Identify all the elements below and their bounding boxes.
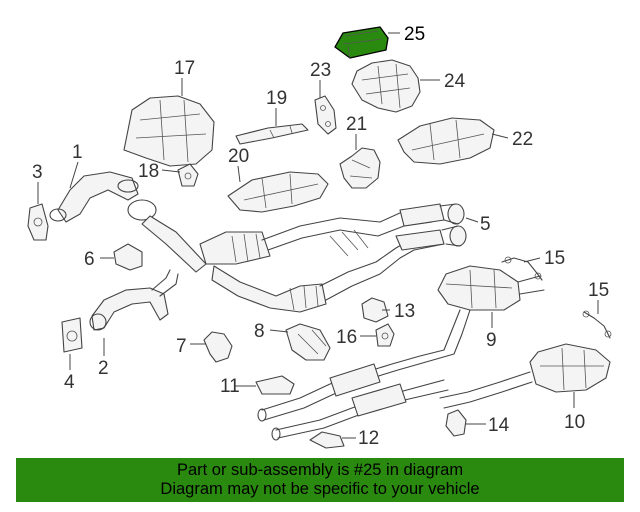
- part-20-heat-shield[interactable]: [227, 171, 329, 213]
- part-18-clamp[interactable]: [177, 163, 199, 187]
- callout-14: 14: [488, 415, 510, 436]
- callout-9: 9: [486, 330, 497, 351]
- part-13-clamp[interactable]: [361, 297, 389, 323]
- part-17-heat-shield[interactable]: [123, 95, 215, 167]
- center-pipes[interactable]: [257, 363, 449, 441]
- leader-15a: [523, 257, 541, 263]
- callout-numbers: 1 2 3 4 5 6 7 8 9 10 11 12 13 14 15 15 1…: [32, 24, 609, 449]
- leader-8: [269, 329, 289, 333]
- callout-17: 17: [174, 58, 195, 79]
- callout-7: 7: [176, 336, 187, 357]
- notice-line-1: Part or sub-assembly is #25 in diagram: [176, 461, 464, 479]
- leader-1: [69, 161, 79, 189]
- part-25-body: [334, 26, 389, 59]
- part-5-y-pipe[interactable]: [261, 203, 467, 301]
- leader-18: [161, 169, 181, 173]
- part-19-shield-strip[interactable]: [235, 123, 309, 145]
- converter-assembly[interactable]: [127, 199, 327, 313]
- leader-lines: [37, 32, 599, 439]
- callout-21: 21: [346, 114, 367, 135]
- callout-16: 16: [336, 327, 357, 348]
- part-14-clamp[interactable]: [445, 409, 467, 437]
- callout-23: 23: [310, 60, 331, 81]
- callout-12: 12: [358, 428, 379, 449]
- part-11-bracket[interactable]: [255, 375, 295, 395]
- part-12-bracket[interactable]: [309, 431, 345, 449]
- callout-15b: 15: [588, 280, 609, 301]
- part-1-front-pipe[interactable]: [49, 171, 139, 223]
- callout-25: 25: [404, 24, 425, 45]
- callout-2: 2: [98, 358, 109, 379]
- callout-8: 8: [254, 321, 265, 342]
- part-10-rear-muffler[interactable]: [439, 343, 611, 409]
- notice-line-2: Diagram may not be specific to your vehi…: [160, 480, 480, 498]
- part-3-gasket[interactable]: [27, 203, 49, 241]
- notice-banner: Part or sub-assembly is #25 in diagram D…: [16, 458, 624, 502]
- part-15-hanger-lower[interactable]: [582, 310, 612, 339]
- part-2-pipe[interactable]: [89, 269, 179, 331]
- callout-22: 22: [512, 129, 533, 150]
- leader-5: [465, 217, 479, 223]
- callout-5: 5: [480, 214, 491, 235]
- callout-3: 3: [32, 162, 43, 183]
- part-16-clamp[interactable]: [375, 323, 395, 347]
- callout-1: 1: [72, 142, 83, 163]
- part-24-heat-shield[interactable]: [351, 59, 421, 113]
- callout-11: 11: [220, 376, 240, 397]
- part-25-heat-shield[interactable]: [334, 26, 389, 59]
- exhaust-parts-diagram: 1 2 3 4 5 6 7 8 9 10 11 12 13 14 15 15 1…: [27, 24, 612, 449]
- part-15-hanger-upper[interactable]: [501, 256, 543, 281]
- part-4-gasket[interactable]: [61, 317, 83, 353]
- part-6-bracket[interactable]: [113, 243, 143, 271]
- part-21-shield[interactable]: [339, 147, 381, 189]
- callout-4: 4: [64, 372, 75, 393]
- part-22-heat-shield[interactable]: [397, 117, 495, 165]
- callout-6: 6: [84, 249, 95, 270]
- part-8-bracket[interactable]: [285, 323, 331, 361]
- callout-24: 24: [444, 71, 466, 92]
- part-9-rear-muffler[interactable]: [365, 265, 545, 379]
- callout-10: 10: [564, 412, 585, 433]
- callout-18: 18: [138, 161, 159, 182]
- part-7-bracket[interactable]: [203, 331, 233, 363]
- part-23-bracket[interactable]: [314, 95, 337, 135]
- leader-20: [237, 165, 241, 183]
- callout-20: 20: [228, 146, 249, 167]
- leader-22: [491, 133, 509, 139]
- callout-15a: 15: [544, 248, 565, 269]
- callout-19: 19: [266, 88, 287, 109]
- callout-13: 13: [394, 301, 415, 322]
